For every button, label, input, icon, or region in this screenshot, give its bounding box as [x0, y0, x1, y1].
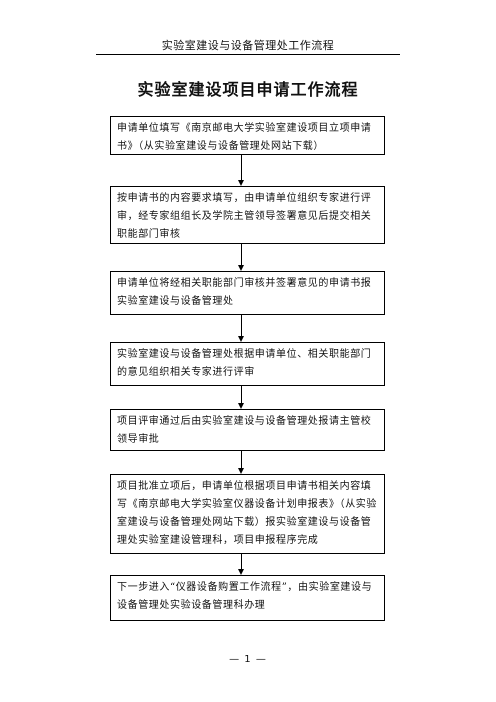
flow-step-6: 项目批准立项后，申请单位根据项目申请书相关内容填写《南京邮电大学实验室仪器设备计…	[110, 474, 385, 554]
flow-arrow-2	[238, 244, 244, 271]
flow-arrow-4	[238, 386, 244, 409]
flow-step-5: 项目评审通过后由实验室建设与设备管理处报请主管校领导审批	[110, 409, 385, 451]
flow-arrow-6	[238, 554, 244, 575]
page-number: — 1 —	[229, 654, 267, 665]
flow-step-1: 申请单位填写《南京邮电大学实验室建设项目立项申请书》（从实验室建设与设备管理处网…	[110, 116, 385, 155]
flow-step-4: 实验室建设与设备管理处根据申请单位、相关职能部门的意见组织相关专家进行评审	[110, 342, 385, 386]
flow-arrow-1	[238, 155, 244, 186]
header-rule	[96, 54, 400, 55]
page-title: 实验室建设项目申请工作流程	[137, 80, 359, 99]
flow-step-2: 按申请书的内容要求填写，由申请单位组织专家进行评审，经专家组组长及学院主管领导签…	[110, 186, 385, 244]
flow-arrow-5	[238, 451, 244, 474]
flow-step-7: 下一步进入“仪器设备购置工作流程”，由实验室建设与设备管理处实验设备管理科办理	[110, 575, 385, 621]
flow-arrow-3	[238, 315, 244, 342]
flow-step-3: 申请单位将经相关职能部门审核并签署意见的申请书报实验室建设与设备管理处	[110, 271, 385, 315]
running-header: 实验室建设与设备管理处工作流程	[161, 39, 335, 52]
